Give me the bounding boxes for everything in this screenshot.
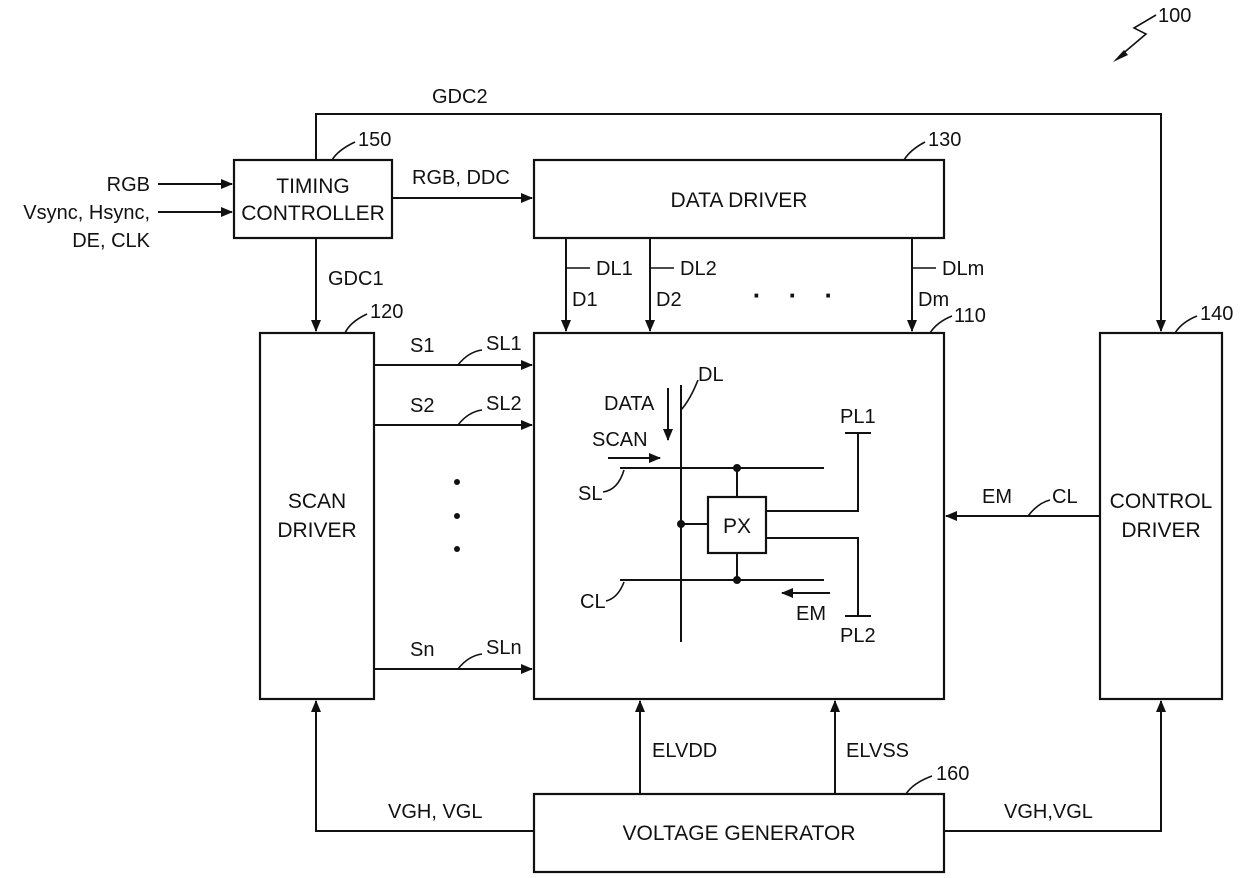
pixel-scan-label: SCAN bbox=[592, 429, 648, 451]
voltage-generator-label: VOLTAGE GENERATOR bbox=[623, 822, 856, 845]
sln-leader bbox=[458, 654, 482, 669]
data-lines-ellipsis: · · · bbox=[753, 280, 843, 310]
timing-controller-label-2: CONTROLLER bbox=[241, 202, 385, 225]
vgh-vgl-left-label: VGH, VGL bbox=[388, 801, 482, 823]
figure-ref-leader bbox=[1120, 15, 1156, 56]
sl1-label: SL1 bbox=[486, 333, 522, 355]
sync-input-label-2: DE, CLK bbox=[72, 230, 150, 252]
data-junction-dot bbox=[677, 520, 685, 528]
control-driver-label-1: CONTROL bbox=[1110, 490, 1213, 513]
d1-label: D1 bbox=[572, 289, 598, 311]
dlm-label: DLm bbox=[942, 258, 984, 280]
figure-ref-label: 100 bbox=[1158, 5, 1191, 27]
scan-junction-dot bbox=[733, 464, 741, 472]
emission-junction-dot bbox=[733, 576, 741, 584]
display-panel-ref-leader bbox=[930, 316, 952, 333]
cl-ctrl-label: CL bbox=[1052, 486, 1078, 508]
voltage-generator-ref: 160 bbox=[936, 763, 969, 785]
timing-controller-label-1: TIMING bbox=[276, 175, 350, 198]
control-driver-label-2: DRIVER bbox=[1121, 519, 1200, 542]
rgb-ddc-label: RGB, DDC bbox=[412, 167, 510, 189]
gdc1-label: GDC1 bbox=[328, 268, 384, 290]
pixel-pl2-label: PL2 bbox=[840, 625, 876, 647]
sln-label: SLn bbox=[486, 637, 522, 659]
elvdd-label: ELVDD bbox=[652, 740, 717, 762]
scan-lines-dot-2 bbox=[454, 513, 460, 519]
elvss-label: ELVSS bbox=[846, 740, 909, 762]
scan-driver-ref-leader bbox=[345, 314, 367, 333]
pixel-px-label: PX bbox=[723, 515, 751, 538]
display-panel-ref: 110 bbox=[954, 305, 986, 327]
em-ctrl-label: EM bbox=[982, 486, 1012, 508]
data-driver-label: DATA DRIVER bbox=[671, 189, 808, 212]
voltage-generator-ref-leader bbox=[906, 776, 932, 794]
cl-ctrl-leader bbox=[1028, 500, 1050, 516]
scan-driver-block bbox=[260, 333, 374, 699]
vgh-vgl-right-label: VGH,VGL bbox=[1004, 801, 1093, 823]
scan-lines-dot-3 bbox=[454, 546, 460, 552]
dl1-label: DL1 bbox=[596, 258, 633, 280]
scan-driver-ref: 120 bbox=[370, 301, 403, 323]
sync-input-label-1: Vsync, Hsync, bbox=[23, 202, 150, 224]
d2-label: D2 bbox=[656, 289, 682, 311]
control-driver-ref: 140 bbox=[1200, 303, 1233, 325]
pixel-cl-label: CL bbox=[580, 591, 606, 613]
gdc2-label: GDC2 bbox=[432, 86, 488, 108]
pixel-data-label: DATA bbox=[604, 393, 655, 415]
dm-label: Dm bbox=[918, 289, 949, 311]
s1-label: S1 bbox=[410, 335, 434, 357]
control-driver-block bbox=[1100, 333, 1222, 699]
dl2-label: DL2 bbox=[680, 258, 717, 280]
pixel-dl-label: DL bbox=[698, 364, 724, 386]
data-driver-ref: 130 bbox=[928, 129, 961, 151]
scan-lines-dot-1 bbox=[454, 479, 460, 485]
control-driver-ref-leader bbox=[1175, 316, 1197, 333]
sl1-leader bbox=[458, 350, 482, 365]
sl2-label: SL2 bbox=[486, 393, 522, 415]
scan-driver-label-1: SCAN bbox=[288, 490, 346, 513]
timing-controller-ref: 150 bbox=[358, 129, 391, 151]
timing-controller-block bbox=[234, 160, 392, 238]
timing-controller-ref-leader bbox=[332, 142, 355, 160]
s2-label: S2 bbox=[410, 395, 434, 417]
scan-driver-label-2: DRIVER bbox=[277, 519, 356, 542]
rgb-input-label: RGB bbox=[107, 174, 150, 196]
pixel-pl1-label: PL1 bbox=[840, 406, 876, 428]
sl2-leader bbox=[458, 410, 482, 425]
pixel-sl-label: SL bbox=[578, 483, 602, 505]
data-driver-ref-leader bbox=[904, 142, 925, 160]
sn-label: Sn bbox=[410, 639, 434, 661]
pixel-em-label: EM bbox=[796, 603, 826, 625]
